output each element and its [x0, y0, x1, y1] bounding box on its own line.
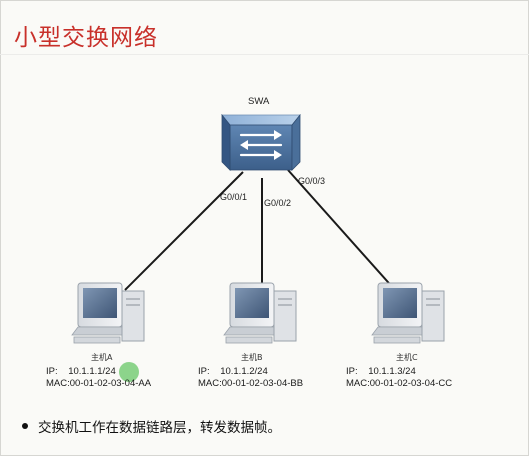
link-swa-host-c	[287, 169, 396, 291]
computer-icon-host-a	[71, 282, 145, 344]
slide-title: 小型交换网络	[14, 25, 158, 51]
host-c-info: IP: 10.1.1.3/24 MAC:00-01-02-03-04-CC	[346, 366, 452, 390]
host-a-name: 主机A	[91, 353, 113, 362]
host-b-info: IP: 10.1.1.2/24 MAC:00-01-02-03-04-BB	[198, 366, 303, 390]
port-label-g0-0-2: G0/0/2	[264, 198, 292, 208]
bullet-note: 交换机工作在数据链路层，转发数据帧。	[22, 416, 281, 436]
host-c-name: 主机C	[396, 353, 418, 362]
host-c-ip: 10.1.1.3/24	[368, 366, 416, 377]
switch-icon	[221, 113, 301, 171]
title-divider	[0, 54, 529, 55]
computer-icon-host-c	[371, 282, 445, 344]
host-a-ip-label: IP:	[46, 366, 58, 377]
host-b-name: 主机B	[241, 353, 263, 362]
host-a-ip: 10.1.1.1/24	[68, 366, 116, 377]
bullet-icon	[22, 423, 28, 429]
host-b-mac: MAC:00-01-02-03-04-BB	[198, 378, 304, 389]
host-b-ip: 10.1.1.2/24	[220, 366, 268, 377]
switch-label: SWA	[248, 96, 270, 107]
bullet-note-text: 交换机工作在数据链路层，转发数据帧。	[38, 420, 281, 436]
pointer-highlight	[119, 362, 139, 382]
host-a-info: IP: 10.1.1.1/24 MAC:00-01-02-03-04-AA	[46, 366, 151, 390]
host-c-ip-label: IP:	[346, 366, 358, 377]
link-swa-host-a	[124, 171, 244, 291]
computer-icon-host-b	[223, 282, 297, 344]
host-b-ip-label: IP:	[198, 366, 210, 377]
host-a-mac: MAC:00-01-02-03-04-AA	[46, 378, 152, 389]
port-label-g0-0-1: G0/0/1	[220, 192, 248, 202]
network-links	[124, 169, 396, 291]
host-c-mac: MAC:00-01-02-03-04-CC	[346, 378, 453, 389]
port-label-g0-0-3: G0/0/3	[298, 176, 326, 186]
